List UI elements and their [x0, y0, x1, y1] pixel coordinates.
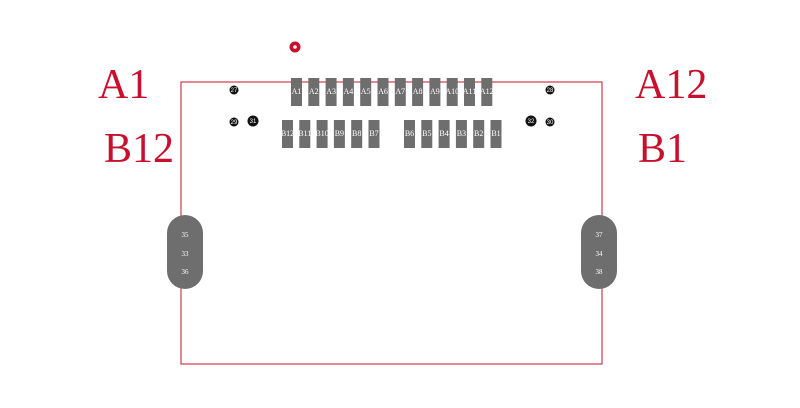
pad-b12 — [282, 120, 293, 148]
pad-label-b6: B6 — [405, 129, 414, 138]
pad-b1 — [490, 120, 502, 148]
left-slot-label-mid: 33 — [182, 250, 190, 258]
origin-marker-center — [293, 45, 297, 49]
row-b-pads: B12 B11 B10 B9 B8 B7 B6 B5 B4 B3 B2 B1 — [281, 120, 502, 148]
hole-28 — [545, 85, 555, 95]
pad-label-a6: A6 — [378, 87, 388, 96]
pad-b3 — [455, 120, 467, 148]
pad-label-a12: A12 — [480, 87, 494, 96]
pad-label-b2: B2 — [474, 129, 483, 138]
pad-label-b4: B4 — [439, 129, 448, 138]
pad-label-a7: A7 — [395, 87, 405, 96]
pad-a7 — [394, 78, 406, 106]
pad-b10 — [316, 120, 328, 148]
hole-31 — [247, 115, 259, 127]
pad-label-a9: A9 — [430, 87, 440, 96]
hole-32-label: 32 — [528, 119, 535, 125]
pad-b2 — [473, 120, 485, 148]
right-slot-label-bottom: 38 — [596, 268, 604, 276]
pad-b5 — [421, 120, 433, 148]
left-slot-label-bottom: 36 — [182, 268, 190, 276]
hole-27-label: 27 — [231, 88, 238, 94]
hole-27 — [229, 85, 239, 95]
pad-label-a3: A3 — [326, 87, 336, 96]
pad-b7 — [368, 120, 380, 148]
right-slot-label-top: 37 — [596, 231, 604, 239]
pad-label-b9: B9 — [335, 129, 344, 138]
left-slot-pad — [167, 215, 203, 289]
pad-b4 — [438, 120, 450, 148]
hole-28-label: 28 — [547, 88, 554, 94]
pad-a9 — [429, 78, 441, 106]
label-b1: B1 — [638, 126, 687, 172]
label-a1: A1 — [98, 62, 149, 108]
left-slot-label-top: 35 — [182, 231, 190, 239]
row-a-pads: A1 A2 A3 A4 A5 A6 A7 A8 A9 A10 A11 A12 — [291, 78, 494, 106]
pad-label-b8: B8 — [352, 129, 361, 138]
pad-label-b3: B3 — [457, 129, 466, 138]
board-outline — [180, 81, 603, 365]
pad-b9 — [333, 120, 345, 148]
pad-a5 — [360, 78, 372, 106]
hole-31-label: 31 — [250, 119, 257, 125]
pad-b11 — [299, 120, 311, 148]
hole-29 — [229, 117, 239, 127]
pad-label-a10: A10 — [445, 87, 459, 96]
pad-label-b5: B5 — [422, 129, 431, 138]
pad-a12 — [481, 78, 493, 106]
pad-label-b11: B11 — [298, 129, 311, 138]
pad-a3 — [325, 78, 337, 106]
pad-a1 — [291, 78, 302, 106]
hole-30 — [545, 117, 555, 127]
pad-label-b10: B10 — [315, 129, 328, 138]
pad-a4 — [342, 78, 354, 106]
pad-b8 — [351, 120, 363, 148]
hole-29-label: 29 — [231, 120, 238, 126]
pad-label-a11: A11 — [463, 87, 476, 96]
pad-label-a1: A1 — [292, 87, 302, 96]
label-b12: B12 — [104, 126, 174, 172]
pad-label-a2: A2 — [309, 87, 319, 96]
hole-30-label: 30 — [547, 120, 554, 126]
hole-32 — [525, 115, 537, 127]
pad-label-a5: A5 — [361, 87, 371, 96]
right-slot-pad — [581, 215, 617, 289]
right-slot-label-mid: 34 — [596, 250, 604, 258]
pad-b6 — [404, 120, 415, 148]
pad-label-b7: B7 — [369, 129, 378, 138]
pad-label-b12: B12 — [281, 129, 294, 138]
pad-a11 — [464, 78, 475, 106]
pad-a2 — [308, 78, 320, 106]
pad-label-a8: A8 — [413, 87, 423, 96]
pad-a10 — [446, 78, 458, 106]
pad-a8 — [412, 78, 424, 106]
pad-a6 — [377, 78, 389, 106]
pad-label-b1: B1 — [491, 129, 500, 138]
pad-label-a4: A4 — [344, 87, 354, 96]
label-a12: A12 — [635, 62, 707, 108]
